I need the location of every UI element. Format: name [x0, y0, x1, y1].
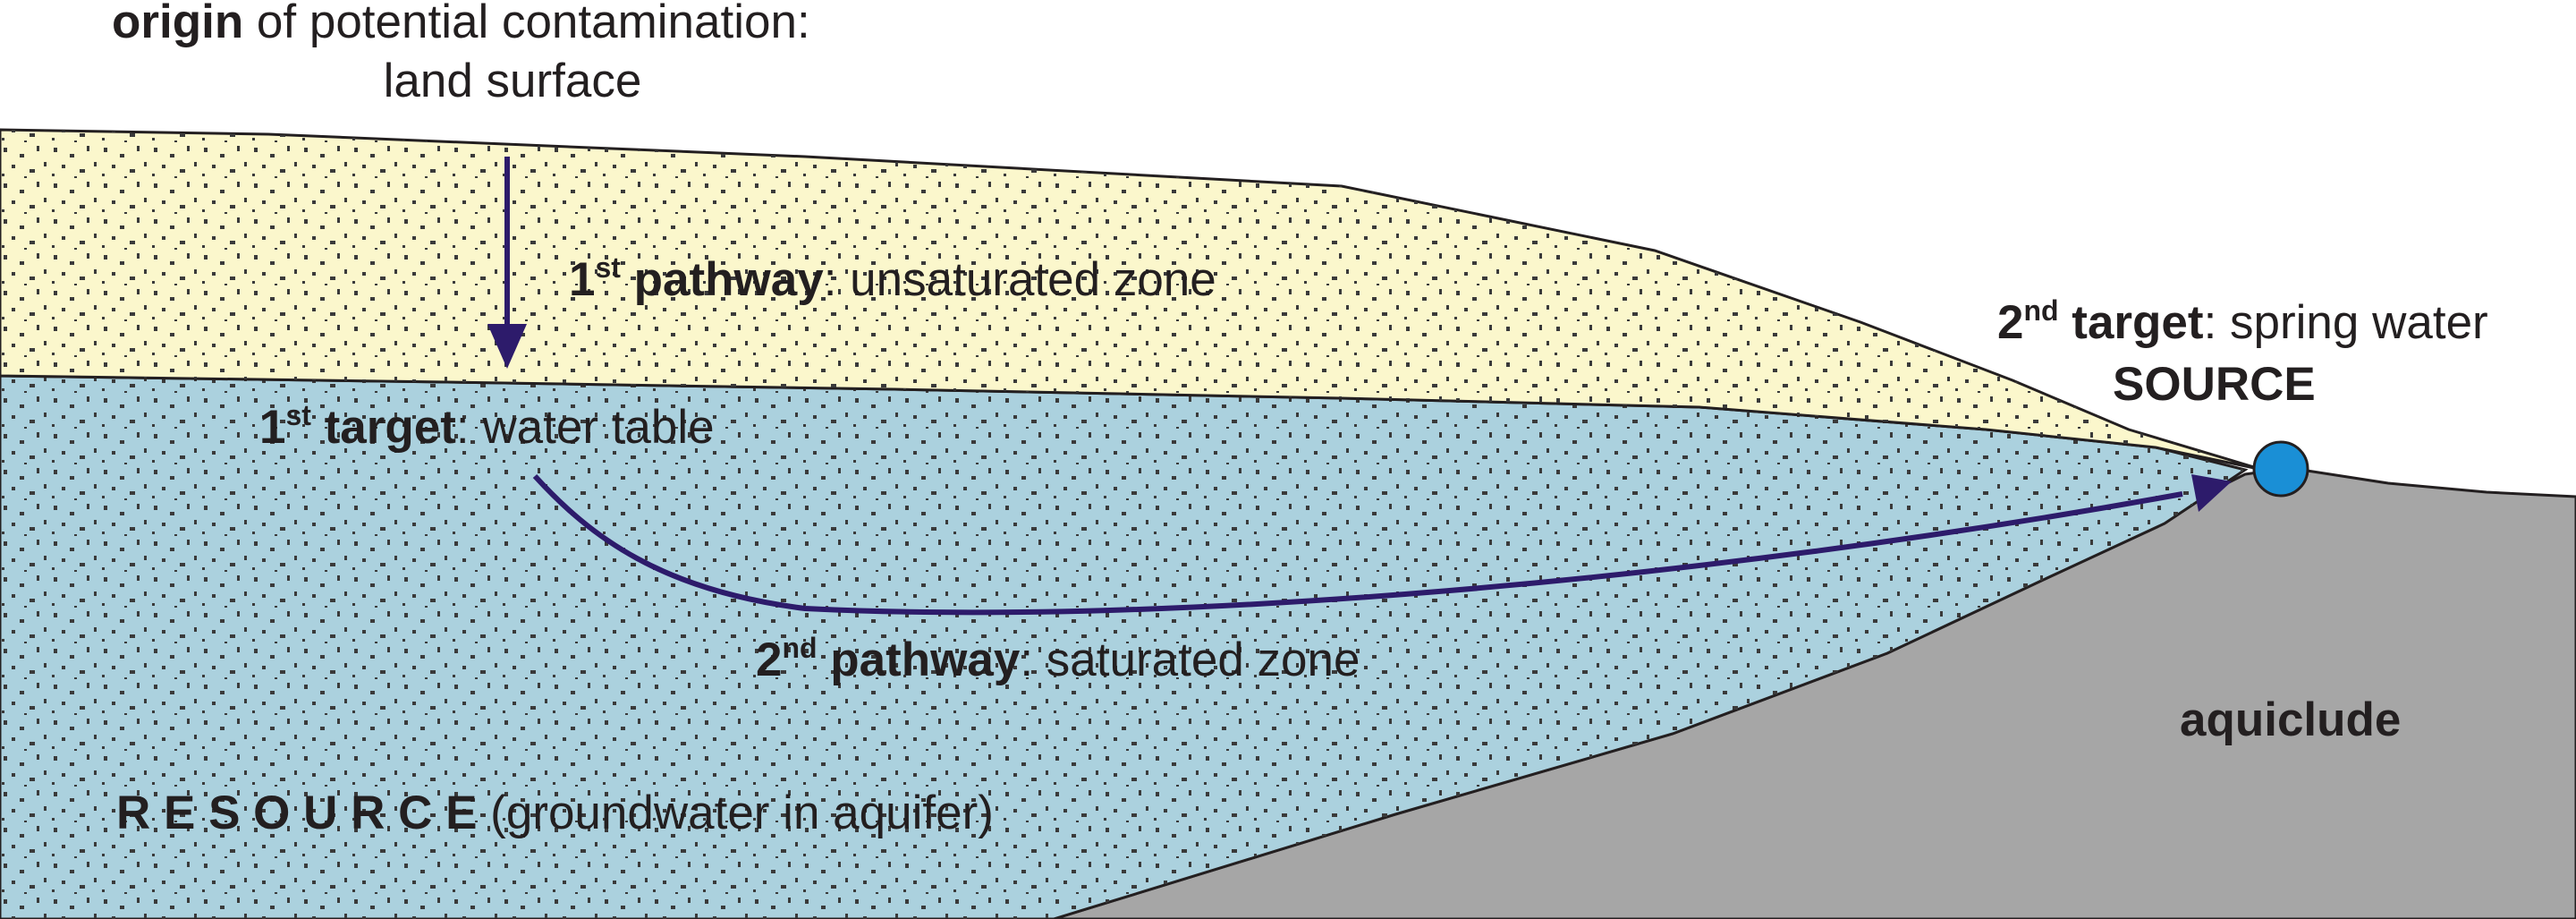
- resource-label: R E S O U R C E (groundwater in aquifer): [116, 787, 994, 839]
- target2-label: 2nd target: spring water: [1997, 294, 2488, 349]
- unsaturated-zone-texture: [0, 130, 2263, 470]
- origin-label-line2: land surface: [384, 55, 642, 107]
- spring-source-marker: [2252, 440, 2309, 498]
- saturated-zone-texture: [0, 376, 2245, 919]
- origin-label: origin of potential contamination:: [112, 0, 810, 48]
- pathway1-label: 1st pathway: unsaturated zone: [569, 251, 1216, 306]
- pathway2-arrow-curve: [532, 473, 2183, 616]
- pathway2-label: 2nd pathway: saturated zone: [756, 632, 1360, 686]
- pathway1-arrowhead: [487, 324, 527, 369]
- target1-label: 1st target: water table: [259, 399, 715, 454]
- aquiclude-label: aquiclude: [2180, 694, 2401, 746]
- pathway2-arrowhead: [2191, 474, 2232, 512]
- source-label: SOURCE: [2113, 358, 2316, 411]
